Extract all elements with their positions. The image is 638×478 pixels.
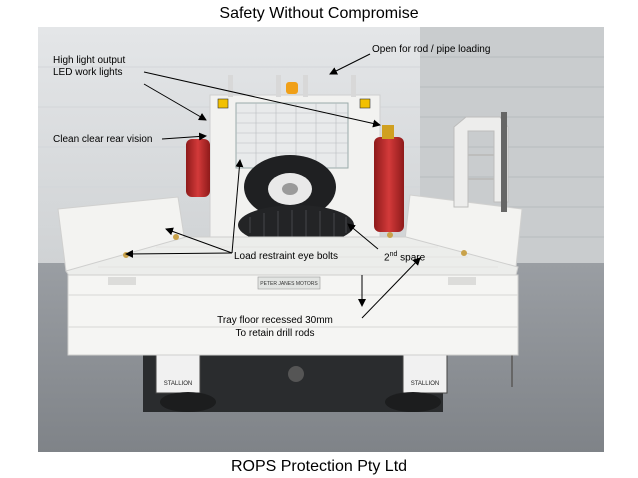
mudflap-left-text: STALLION xyxy=(164,381,193,387)
tray-plate-text: PETER JANES MOTORS xyxy=(260,281,318,287)
label-spare-text: spare xyxy=(397,252,426,264)
page-title: Safety Without Compromise xyxy=(219,5,419,22)
label-tray-line2: To retain drill rods xyxy=(235,328,315,339)
label-tray-line1: Tray floor recessed 30mm xyxy=(217,315,333,326)
label-rear-vision: Clean clear rear vision xyxy=(53,134,153,145)
label-led-line2: LED work lights xyxy=(53,67,123,78)
label-spare-ordinal: nd xyxy=(389,251,398,258)
mudflap-right-text: STALLION xyxy=(411,381,440,387)
footer-company: ROPS Protection Pty Ltd xyxy=(230,458,408,475)
label-spare-number: 2 xyxy=(384,252,390,264)
label-eye-bolts: Load restraint eye bolts xyxy=(234,251,338,262)
label-spare: 2nd spare xyxy=(384,249,425,264)
vehicle-photo: STALLION STALLION xyxy=(38,27,604,452)
label-led-line1: High light output xyxy=(53,55,126,66)
label-rod-loading: Open for rod / pipe loading xyxy=(372,44,491,55)
